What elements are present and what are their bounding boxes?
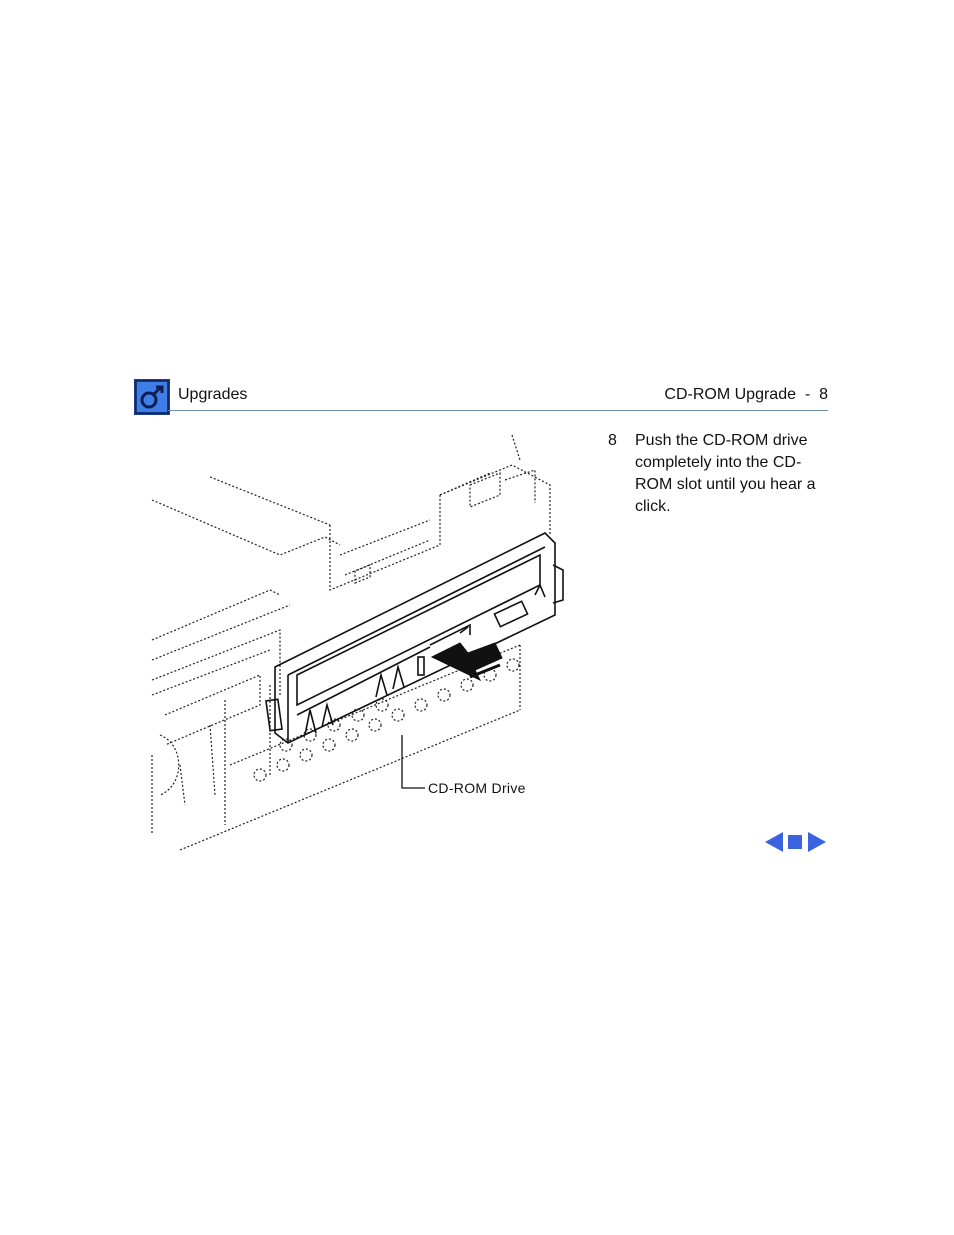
page-title: CD-ROM Upgrade - 8 (664, 386, 828, 403)
service-manual-logo-icon (134, 379, 170, 415)
page-navigation (764, 830, 828, 854)
square-icon[interactable] (788, 835, 802, 849)
step-number: 8 (608, 432, 617, 449)
cdrom-installation-illustration (140, 425, 570, 855)
header-divider (168, 410, 828, 411)
section-title: Upgrades (178, 386, 248, 403)
left-arrow-icon[interactable] (765, 832, 783, 852)
step-instruction: Push the CD-ROM drive completely into th… (635, 432, 816, 515)
cdrom-drive-callout: CD-ROM Drive (428, 780, 526, 796)
right-arrow-icon[interactable] (808, 832, 826, 852)
